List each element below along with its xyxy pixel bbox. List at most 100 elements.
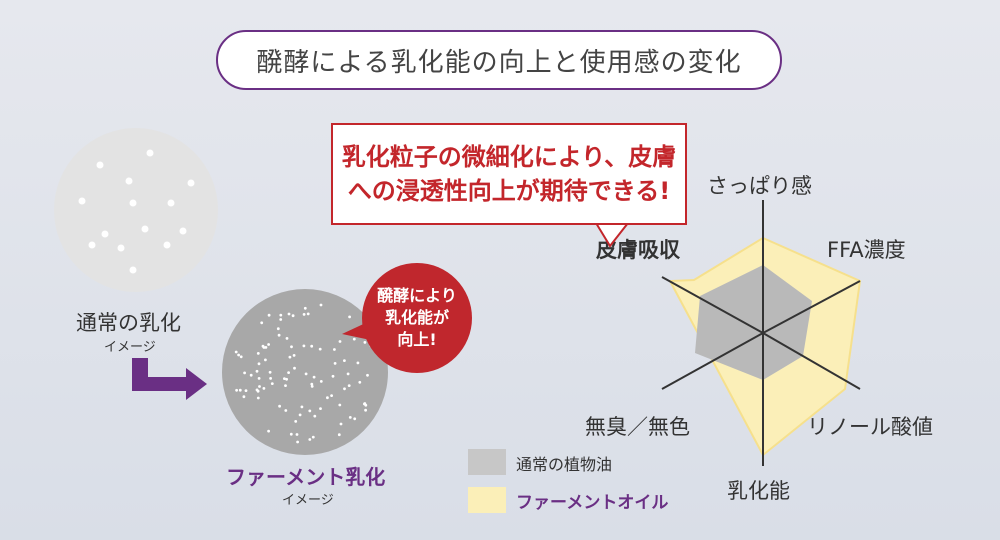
ferment-particle	[234, 350, 238, 354]
ferment-particle	[343, 359, 346, 362]
ferment-particle	[363, 402, 367, 405]
ferment-particle	[285, 337, 289, 340]
axis-line-odorless	[661, 332, 764, 390]
arrow-icon	[132, 358, 207, 400]
ferment-particle	[363, 341, 367, 344]
normal-particle	[117, 244, 125, 252]
ferment-particle	[256, 396, 260, 400]
ferment-particle	[239, 355, 243, 359]
title-banner: 醗酵による乳化能の向上と使用感の変化	[216, 30, 782, 90]
ferment-particle	[326, 396, 329, 400]
ferment-particle	[261, 344, 265, 348]
normal-emulsion-particles	[78, 149, 195, 274]
ferment-particle	[295, 433, 299, 436]
ferment-particle	[296, 440, 299, 444]
normal-particle	[146, 149, 154, 157]
bubble-line-3: 向上!	[397, 330, 437, 349]
ferment-particle	[284, 409, 288, 412]
ferment-particle	[347, 384, 351, 387]
emulsification-bubble: 醗酵により 乳化能が 向上!	[362, 263, 472, 373]
axis-line-linoleic	[762, 332, 861, 390]
ferment-particle	[319, 303, 323, 307]
ferment-particle	[339, 422, 343, 426]
ferment-particle	[318, 347, 322, 351]
ferment-particle	[243, 371, 247, 375]
ferment-particle	[277, 333, 281, 337]
ferment-particle	[289, 432, 293, 436]
ferment-particle	[238, 388, 242, 392]
ferment-particle	[267, 313, 271, 317]
ferment-particle	[284, 384, 287, 387]
ferment-particle	[256, 352, 260, 355]
ferment-particle	[285, 377, 288, 381]
normal-particle	[179, 227, 187, 235]
ferment-particle	[255, 369, 259, 373]
axis-label-odorless: 無臭／無色	[585, 415, 690, 439]
ferment-particle	[348, 416, 352, 419]
ferment-particle	[235, 388, 239, 392]
ferment-particle	[257, 362, 261, 366]
normal-particle	[88, 241, 96, 249]
ferment-particle	[331, 374, 335, 378]
ferment-particle	[287, 371, 290, 374]
normal-emulsion-sublabel: イメージ	[104, 340, 156, 355]
ferment-emulsion-sublabel: イメージ	[282, 493, 334, 508]
ferment-particle	[337, 433, 341, 437]
ferment-particle	[257, 377, 261, 380]
ferment-particle	[242, 395, 246, 399]
axis-label-ffa: FFA濃度	[827, 238, 906, 262]
ferment-particle	[358, 380, 362, 384]
ferment-particle	[262, 387, 266, 390]
callout-line-1: 乳化粒子の微細化により、皮膚	[341, 143, 677, 171]
ferment-particle	[366, 373, 369, 377]
ferment-particle	[346, 372, 350, 376]
normal-emulsion-label: 通常の乳化	[76, 311, 181, 335]
ferment-particle	[310, 382, 314, 386]
ferment-particle	[303, 306, 307, 310]
ferment-particle	[330, 394, 333, 397]
ferment-particle	[308, 438, 312, 441]
ferment-particle	[353, 417, 357, 421]
ferment-particle	[292, 354, 296, 357]
axis-label-emulsify: 乳化能	[727, 479, 790, 503]
bubble-line-1: 醗酵により	[377, 286, 457, 305]
ferment-particle	[264, 358, 267, 362]
ferment-particle	[300, 405, 304, 409]
ferment-emulsion-circle	[222, 289, 388, 455]
ferment-particle	[364, 408, 367, 412]
ferment-particle	[244, 389, 248, 392]
ferment-particle	[279, 313, 283, 317]
ferment-particle	[237, 353, 241, 357]
ferment-particle	[310, 385, 314, 388]
ferment-particle	[279, 318, 283, 321]
radar-axes	[661, 200, 861, 466]
ferment-emulsion-particles	[234, 303, 373, 444]
page-title: 醗酵による乳化能の向上と使用感の変化	[256, 47, 742, 78]
ferment-particle	[249, 373, 253, 377]
ferment-particle	[276, 327, 280, 331]
axis-line-skin	[661, 276, 764, 334]
ferment-particle	[304, 372, 308, 376]
legend-swatch-ferment	[468, 487, 506, 513]
ferment-particle	[333, 362, 337, 365]
ferment-particle	[313, 414, 317, 418]
ferment-particle	[348, 315, 351, 319]
legend-swatch-normal	[468, 449, 506, 475]
normal-particle	[129, 266, 137, 274]
ferment-particle	[268, 370, 272, 374]
ferment-particle	[256, 389, 260, 393]
ferment-particle	[258, 385, 261, 388]
ferment-particle	[270, 382, 274, 385]
normal-particle	[78, 197, 86, 205]
ferment-particle	[267, 343, 270, 346]
ferment-particle	[260, 321, 264, 325]
bubble-line-2: 乳化能が	[384, 308, 449, 327]
ferment-particle	[269, 377, 272, 380]
normal-particle	[101, 230, 109, 238]
ferment-particle	[311, 435, 315, 439]
normal-particle	[167, 199, 175, 207]
normal-particle	[129, 199, 137, 207]
ferment-particle	[278, 404, 281, 408]
